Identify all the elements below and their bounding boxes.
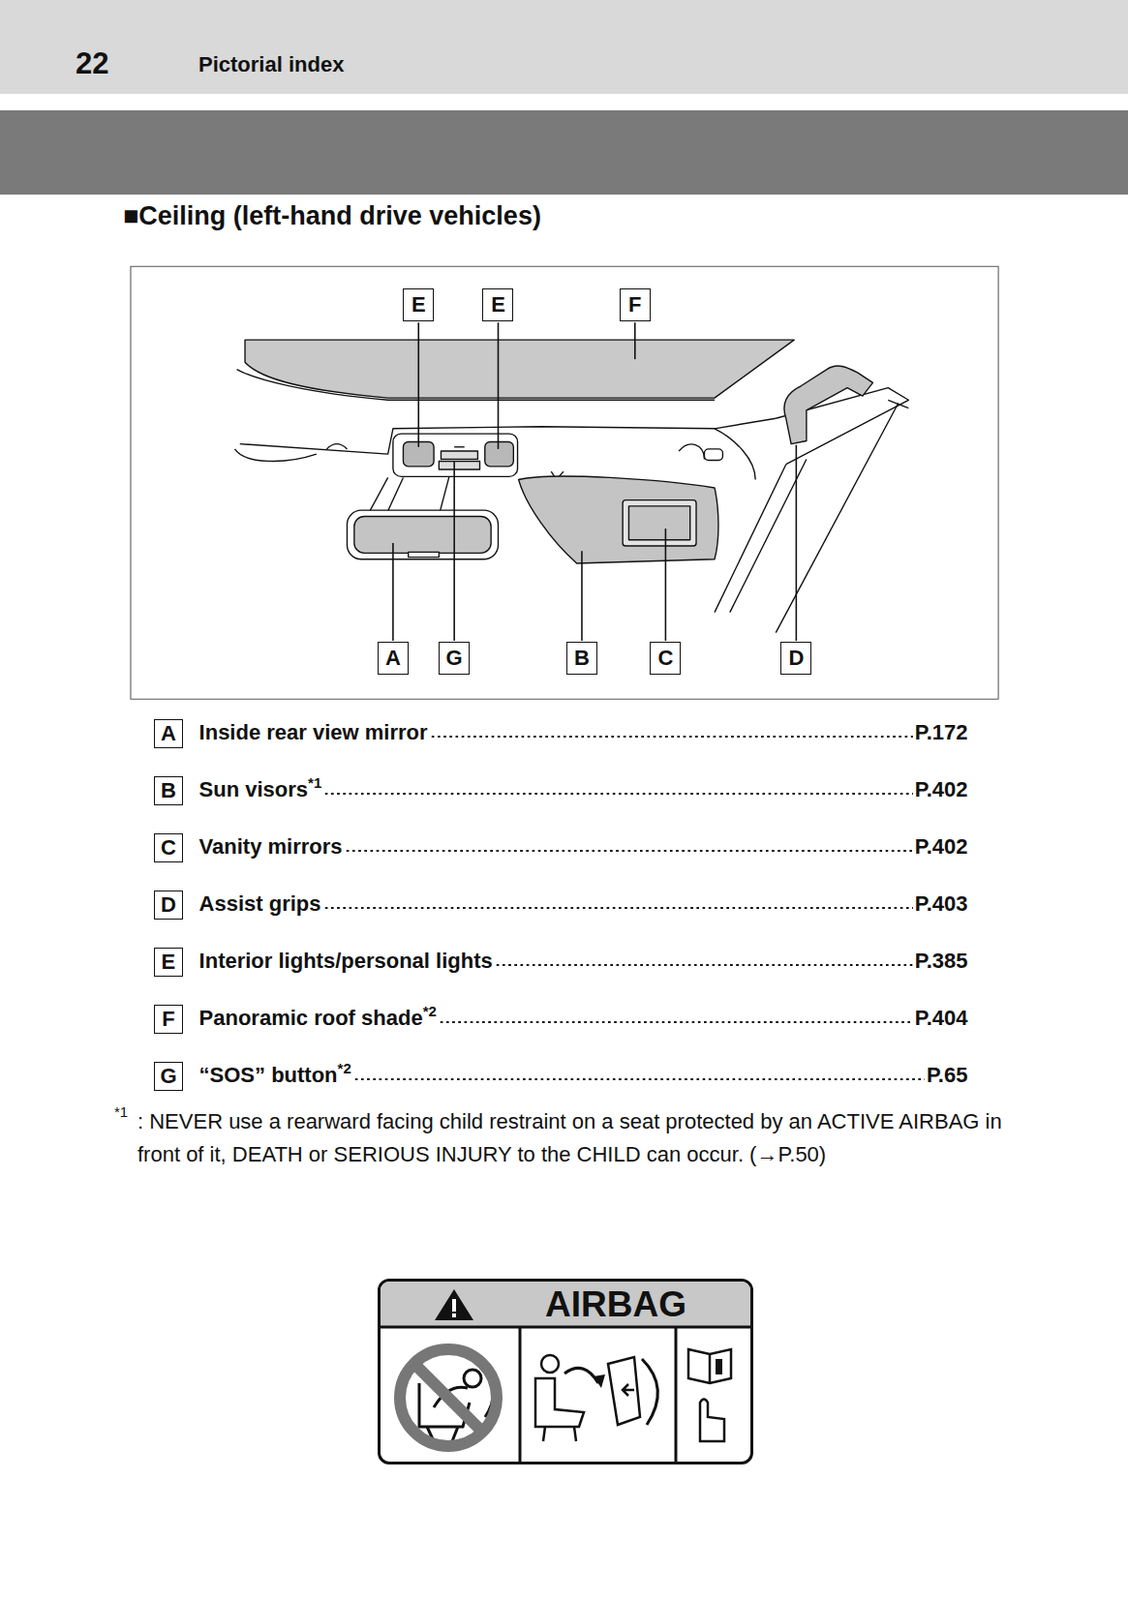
dot-leader bbox=[344, 848, 914, 854]
header-title: Pictorial index bbox=[198, 52, 344, 78]
dot-leader bbox=[494, 962, 914, 969]
page-reference: P.172 bbox=[914, 720, 969, 746]
dot-leader bbox=[353, 1076, 925, 1083]
footnote-mark: *2 bbox=[337, 1060, 352, 1077]
index-letter-box: F bbox=[153, 1005, 183, 1035]
dot-leader bbox=[323, 791, 914, 797]
callout-text: E bbox=[490, 294, 506, 316]
index-row: “SOS” button*2 P.65 bbox=[199, 1063, 969, 1089]
callout-text: B bbox=[574, 647, 590, 670]
label-heading: AIRBAG bbox=[545, 1284, 687, 1326]
index-row: Interior lights/personal lights P.385 bbox=[199, 948, 969, 975]
callout-letter: D bbox=[780, 641, 812, 675]
page-reference: P.403 bbox=[914, 891, 969, 917]
footnote-mark: *2 bbox=[423, 1003, 437, 1020]
index-letter-box: B bbox=[153, 776, 183, 806]
footnote-mark: *1 bbox=[307, 774, 322, 792]
footnote-text: : NEVER use a rearward facing child rest… bbox=[137, 1105, 1005, 1171]
callout-letter: G bbox=[438, 641, 470, 675]
ceiling-illustration bbox=[130, 266, 999, 700]
index-letter: E bbox=[161, 951, 177, 974]
item-name: Sun visors bbox=[199, 777, 308, 803]
index-letter: A bbox=[160, 723, 177, 745]
index-letter-box: D bbox=[153, 890, 183, 920]
callout-letter: C bbox=[649, 641, 681, 675]
item-name: “SOS” button bbox=[199, 1063, 338, 1089]
dot-leader bbox=[438, 1019, 914, 1026]
airbag-warning-label: AIRBAG bbox=[377, 1279, 754, 1465]
page-reference: P.65 bbox=[926, 1063, 968, 1089]
page-reference: P.402 bbox=[914, 777, 969, 803]
page-number: 22 bbox=[75, 46, 109, 82]
item-name: Interior lights/personal lights bbox=[199, 948, 493, 975]
page-reference: P.404 bbox=[914, 1006, 969, 1032]
callout-letter: E bbox=[482, 288, 514, 322]
footnote-mark: *1 bbox=[114, 1103, 128, 1121]
callout-text: D bbox=[788, 647, 804, 670]
callout-text: C bbox=[657, 647, 673, 670]
index-letter-box: A bbox=[153, 719, 183, 749]
callout-text: F bbox=[628, 294, 641, 316]
dot-leader bbox=[323, 905, 914, 912]
index-letter-box: G bbox=[153, 1062, 183, 1092]
index-letter-box: C bbox=[153, 833, 183, 863]
index-row: Assist grips P.403 bbox=[199, 891, 969, 917]
index-letter: B bbox=[160, 780, 177, 802]
index-letter: C bbox=[160, 837, 177, 859]
dot-leader bbox=[429, 733, 914, 740]
callout-text: E bbox=[411, 294, 427, 316]
item-name: Assist grips bbox=[199, 891, 322, 917]
index-row: Inside rear view mirror P.172 bbox=[199, 720, 969, 746]
item-name: Inside rear view mirror bbox=[199, 720, 428, 746]
item-name: Panoramic roof shade bbox=[199, 1006, 424, 1032]
index-row: Panoramic roof shade*2 P.404 bbox=[199, 1006, 969, 1032]
section-band bbox=[0, 110, 1128, 195]
index-letter-box: E bbox=[153, 947, 183, 977]
index-letter: G bbox=[159, 1066, 177, 1088]
page-reference: P.385 bbox=[914, 948, 969, 975]
section-title: ■Ceiling (left-hand drive vehicles) bbox=[122, 201, 542, 232]
index-row: Sun visors*1 P.402 bbox=[199, 777, 969, 803]
callout-text: G bbox=[446, 647, 463, 670]
callout-letter: B bbox=[566, 641, 598, 675]
item-name: Vanity mirrors bbox=[199, 834, 343, 860]
header-band bbox=[0, 0, 1128, 94]
index-letter: F bbox=[161, 1008, 175, 1031]
index-row: Vanity mirrors P.402 bbox=[199, 834, 969, 860]
callout-letter: A bbox=[377, 641, 409, 675]
index-letter: D bbox=[160, 894, 177, 916]
callout-text: A bbox=[385, 647, 401, 670]
callout-letter: F bbox=[619, 288, 651, 322]
callout-letter: E bbox=[402, 288, 434, 322]
page-reference: P.402 bbox=[914, 834, 969, 860]
